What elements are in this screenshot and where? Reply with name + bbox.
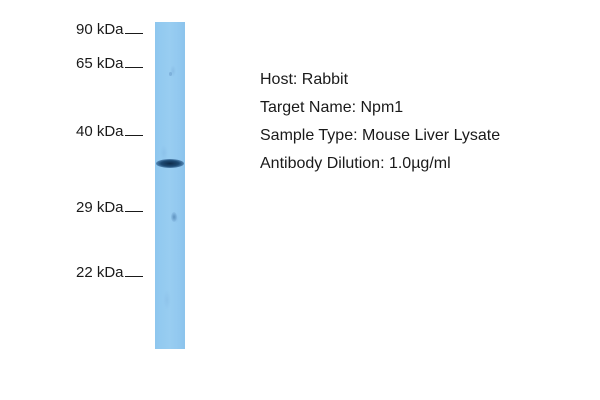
- marker-tick: [124, 66, 143, 68]
- marker-label: 29 kDa: [76, 199, 124, 216]
- lane-background-texture: [155, 22, 185, 349]
- marker-40kda: 40 kDa: [76, 122, 152, 142]
- sample-type-text: Sample Type: Mouse Liver Lysate: [260, 127, 501, 144]
- faint-spot: [169, 72, 172, 76]
- marker-tick: [124, 32, 143, 34]
- antibody-dilution-text: Antibody Dilution: 1.0µg/ml: [260, 155, 451, 172]
- target-name-text: Target Name: Npm1: [260, 99, 404, 116]
- marker-label: 90 kDa: [76, 21, 124, 38]
- marker-tick: [124, 134, 143, 136]
- faint-band: [171, 212, 177, 222]
- marker-90kda: 90 kDa: [76, 20, 152, 40]
- marker-65kda: 65 kDa: [76, 54, 152, 74]
- marker-22kda: 22 kDa: [76, 263, 152, 283]
- marker-label: 40 kDa: [76, 123, 124, 140]
- blot-lane: [155, 22, 185, 349]
- host-text: Host: Rabbit: [260, 71, 349, 88]
- marker-29kda: 29 kDa: [76, 198, 152, 218]
- marker-label: 65 kDa: [76, 55, 124, 72]
- blot-info-panel: Host: Rabbit Target Name: Npm1 Sample Ty…: [260, 70, 500, 182]
- marker-tick: [124, 275, 143, 277]
- marker-label: 22 kDa: [76, 264, 124, 281]
- marker-tick: [124, 210, 143, 212]
- protein-band: [156, 159, 184, 168]
